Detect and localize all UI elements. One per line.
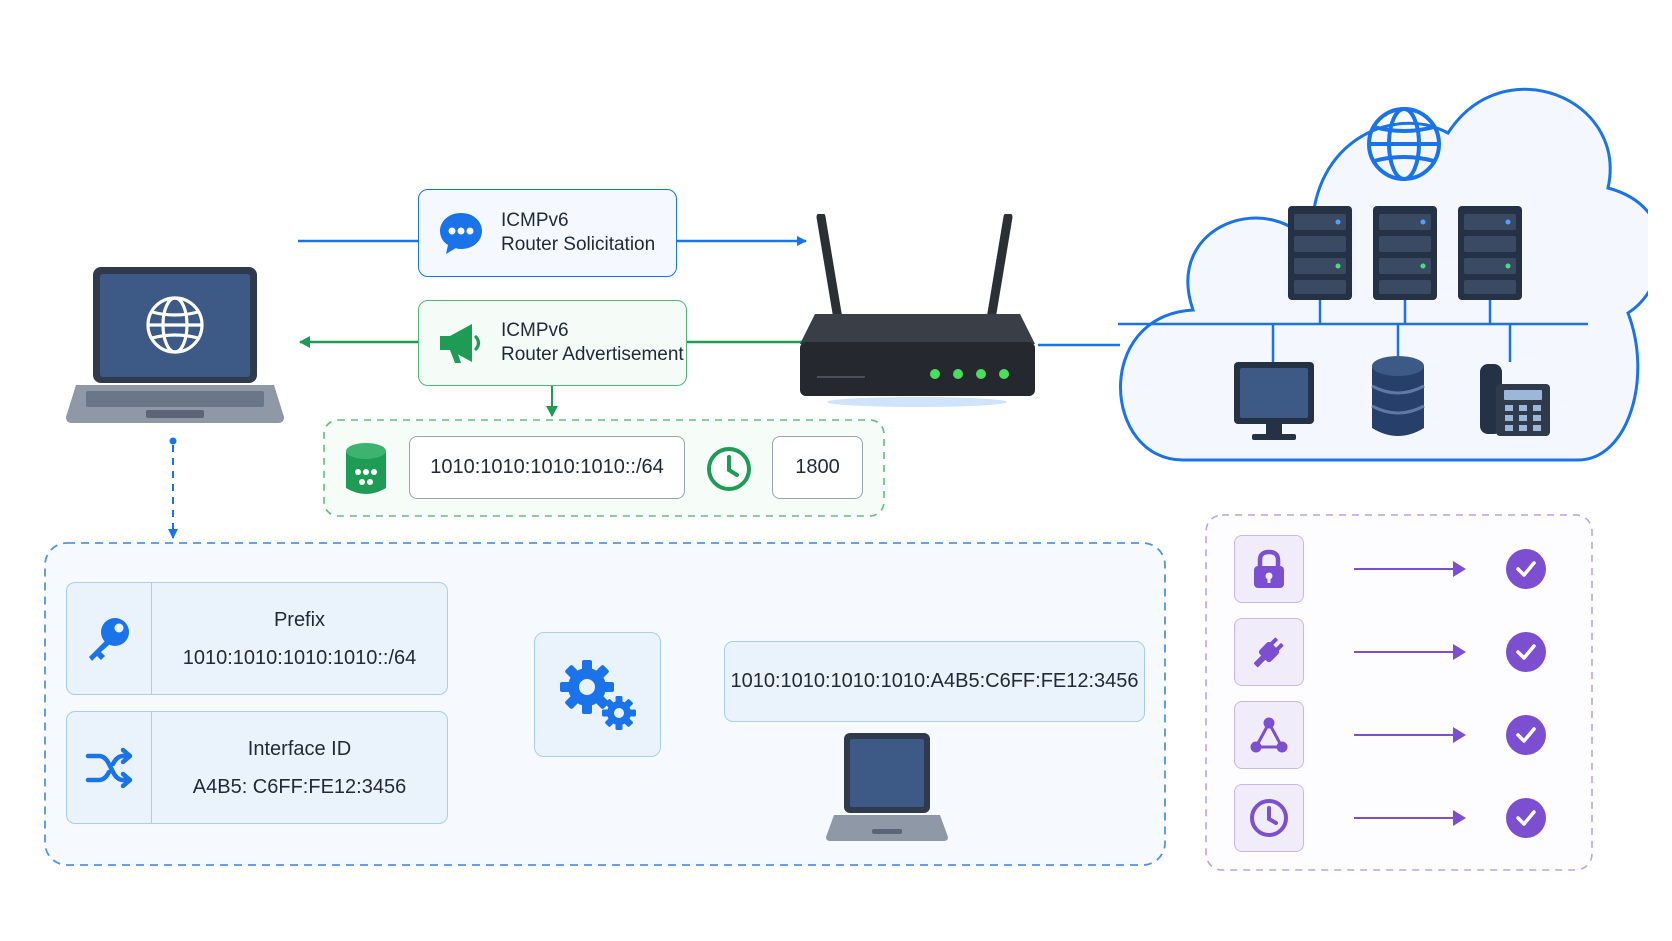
database-icon xyxy=(1371,356,1425,436)
prefix-value: 1010:1010:1010:1010::/64 xyxy=(182,646,417,669)
gears-icon xyxy=(559,659,636,730)
property-row xyxy=(1206,535,1592,603)
ra-type-label: Router Advertisement xyxy=(501,344,684,365)
ra-protocol-label: ICMPv6 xyxy=(501,320,569,341)
chat-bubble-icon xyxy=(435,207,487,259)
prefix-label: Prefix xyxy=(273,608,326,631)
shuffle-icon xyxy=(67,712,152,823)
megaphone-icon xyxy=(435,317,487,369)
host-laptop xyxy=(66,267,284,429)
check-circle-icon xyxy=(1506,549,1546,589)
cloud-network xyxy=(1108,48,1663,468)
router xyxy=(795,212,1040,410)
property-row xyxy=(1206,618,1592,686)
check-circle-icon xyxy=(1506,798,1546,838)
clock-icon xyxy=(1234,784,1304,852)
process-box xyxy=(534,632,661,757)
network-icon xyxy=(1234,701,1304,769)
globe-icon xyxy=(1367,107,1441,181)
properties-panel xyxy=(1206,535,1592,865)
prefix-card: Prefix 1010:1010:1010:1010::/64 xyxy=(66,582,448,695)
interface-id-card: Interface ID A4B5: C6FF:FE12:3456 xyxy=(66,711,448,824)
check-circle-icon xyxy=(1506,715,1546,755)
interface-id-value: A4B5: C6FF:FE12:3456 xyxy=(192,775,407,798)
configured-laptop xyxy=(826,733,948,845)
check-circle-icon xyxy=(1506,632,1546,672)
clock-icon xyxy=(705,445,753,493)
phone-icon xyxy=(1480,364,1550,436)
plug-icon xyxy=(1234,618,1304,686)
database-icon xyxy=(343,442,389,498)
generated-address: 1010:1010:1010:1010:A4B5:C6FF:FE12:3456 xyxy=(724,641,1145,722)
globe-icon xyxy=(146,296,204,354)
lock-icon xyxy=(1234,535,1304,603)
monitor-icon xyxy=(1234,362,1314,440)
property-row xyxy=(1206,701,1592,769)
properties-container xyxy=(1205,514,1593,871)
router-solicitation-message: ICMPv6 Router Solicitation xyxy=(418,189,677,277)
interface-id-label: Interface ID xyxy=(247,737,352,760)
ra-prefix-value: 1010:1010:1010:1010::/64 xyxy=(409,436,685,499)
key-icon xyxy=(67,583,152,694)
server-icon xyxy=(1288,206,1352,300)
property-row xyxy=(1206,784,1592,852)
rs-protocol-label: ICMPv6 xyxy=(501,210,569,231)
server-icon xyxy=(1458,206,1522,300)
router-advertisement-message: ICMPv6 Router Advertisement xyxy=(418,300,687,386)
rs-type-label: Router Solicitation xyxy=(501,234,656,255)
server-icon xyxy=(1373,206,1437,300)
ra-lifetime-value: 1800 xyxy=(772,436,863,499)
